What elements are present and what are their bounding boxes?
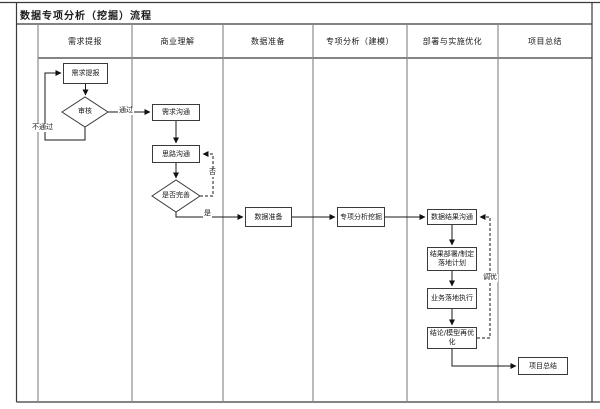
node-conclusion-opt: 结论/模型再优化 (427, 327, 477, 349)
node-business-exec: 业务落地执行 (427, 288, 477, 309)
node-project-summary: 项目总结 (518, 357, 568, 375)
lane-header-demand: 需求提报 (68, 36, 102, 46)
review-diamond (61, 96, 109, 128)
lane-dividers (37, 24, 499, 402)
is-complete-diamond-label: 是否完善 (162, 191, 190, 199)
node-result-comm: 数据结果沟通 (427, 209, 477, 225)
page-title: 数据专项分析（挖掘）流程 (20, 11, 152, 22)
lane-header-analysis: 专项分析（建模） (326, 36, 394, 46)
lane-header-business: 商业理解 (160, 36, 195, 46)
node-special-analysis: 专项分析挖掘 (337, 207, 385, 227)
lane-header-deploy: 部署与实施优化 (422, 36, 483, 46)
review-diamond-label: 审核 (78, 107, 92, 115)
node-demand-submit: 需求提报 (63, 63, 108, 84)
lane-header-dataprep: 数据准备 (251, 36, 285, 46)
is-complete-diamond (151, 179, 201, 213)
edge-label-pass: 通过 (118, 106, 134, 115)
lane-header-summary: 项目总结 (528, 36, 562, 46)
node-idea-comm: 思路沟通 (152, 145, 200, 163)
edge-label-no: 否 (208, 168, 217, 177)
node-deploy-plan: 结果部署/制定落地计划 (427, 247, 477, 271)
edge-label-yes: 是 (203, 209, 212, 218)
decision-shapes (61, 96, 201, 213)
node-demand-comm: 需求沟通 (152, 104, 200, 121)
edge-label-fail: 不通过 (31, 123, 54, 132)
edge-label-tune: 调优 (482, 273, 498, 282)
node-data-prep: 数据准备 (245, 207, 292, 227)
feedback-connectors (200, 151, 491, 339)
